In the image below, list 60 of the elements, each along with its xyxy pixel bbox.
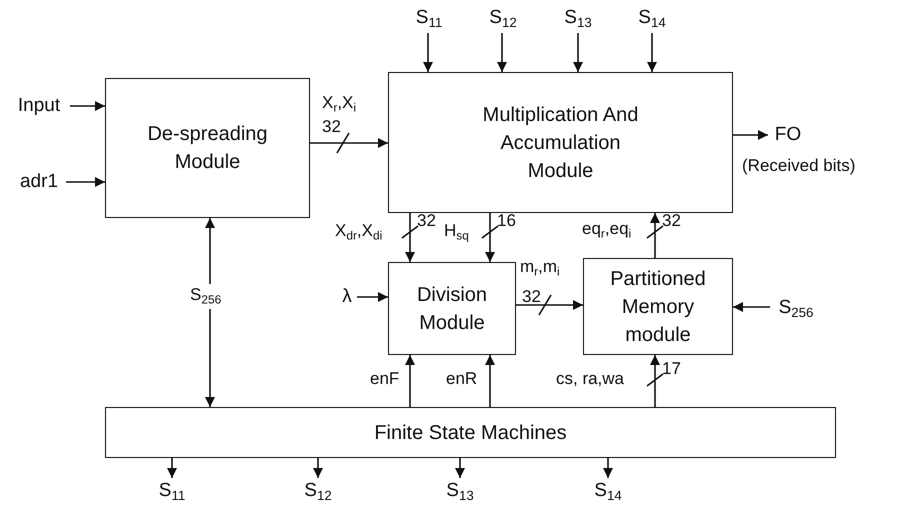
arrow (485, 355, 495, 407)
arrow (405, 213, 415, 262)
signal-name: λ (342, 286, 352, 308)
signal-name: S$_{12}$ (304, 480, 332, 504)
arrow (733, 302, 770, 312)
arrow (66, 177, 105, 187)
bus-width-label: 32 (417, 212, 436, 231)
edge-label: H$_{sq}$ (444, 222, 469, 243)
edge-label: eq$_{r}$,eq$_{i}$ (582, 220, 632, 241)
module-box (388, 72, 733, 213)
arrow (405, 355, 415, 407)
signal-name: adr1 (20, 172, 58, 192)
arrow (423, 33, 433, 72)
module-name: De-spreading Module (146, 122, 269, 175)
module-box (388, 262, 516, 355)
edge-label: cs, ra,wa (556, 370, 624, 389)
module-box (583, 258, 733, 355)
signal-name: S$_{11}$ (416, 8, 442, 30)
signal-name: S$_{13}$ (564, 8, 592, 30)
module-name: Partitioned Memory module (609, 266, 707, 348)
arrow (573, 33, 583, 72)
bus-width-label: 17 (662, 360, 681, 379)
output-note: (Received bits) (742, 156, 856, 176)
edge-label: m$_{r}$,m$_{i}$ (520, 258, 560, 279)
module-name: Multiplication And Accumulation Module (482, 102, 640, 184)
bus-width-label: 32 (522, 288, 541, 307)
arrow (310, 138, 388, 148)
arrow (455, 458, 465, 478)
arrow (497, 33, 507, 72)
module-box (105, 78, 310, 218)
edge-label: enF (370, 370, 400, 389)
arrow (485, 213, 495, 262)
arrow (167, 458, 177, 478)
module-name: Division Module (416, 282, 488, 336)
signal-name: Input (18, 96, 60, 116)
signal-name: FO (774, 124, 802, 146)
arrow (647, 33, 657, 72)
arrow (70, 101, 105, 111)
module-box (105, 407, 836, 458)
arrow (313, 458, 323, 478)
signal-name: S$_{256}$ (778, 298, 814, 320)
module-name: Finite State Machines (374, 420, 567, 446)
signal-name: S$_{13}$ (446, 480, 474, 504)
edge-label: X$_{dr}$,X$_{di}$ (335, 222, 382, 243)
bus-width-label: 32 (322, 118, 341, 137)
signal-name: S$_{12}$ (489, 8, 517, 30)
arrow (516, 300, 583, 310)
signal-name: S$_{11}$ (158, 480, 186, 504)
arrow (650, 355, 660, 407)
bus-width-label: 16 (497, 212, 516, 231)
arrow (603, 458, 613, 478)
arrow (650, 213, 660, 258)
signal-name: S$_{14}$ (638, 8, 666, 30)
edge-label: X$_{r}$,X$_{i}$ (322, 94, 356, 115)
edge-label: enR (446, 370, 478, 389)
bus-width-label: 32 (662, 212, 681, 231)
arrow (357, 292, 388, 302)
arrow (733, 130, 768, 140)
edge-label: S$_{256}$ (190, 284, 222, 309)
signal-name: S$_{14}$ (594, 480, 622, 504)
